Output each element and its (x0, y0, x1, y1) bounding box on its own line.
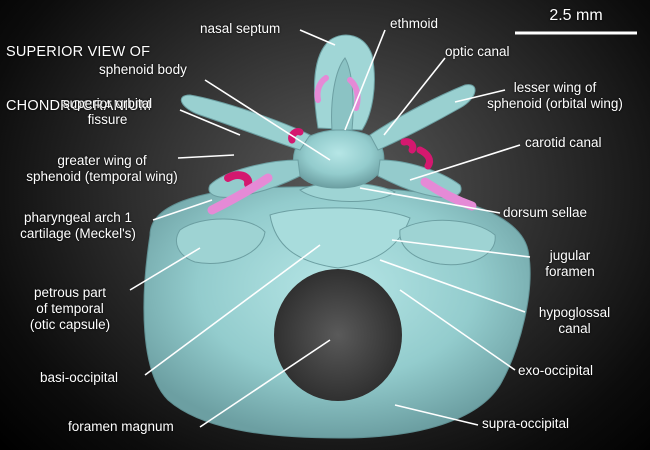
label-basi-occipital: basi-occipital (40, 370, 119, 385)
label-carotid-canal: carotid canal (525, 135, 602, 150)
left-greater-wing-shape (208, 159, 301, 198)
foramen-magnum-hole (274, 269, 402, 401)
label-supra-occipital: supra-occipital (482, 416, 570, 431)
label-nasal-septum: nasal septum (200, 21, 281, 36)
title-line-1: SUPERIOR VIEW OF (6, 44, 151, 60)
label-superior-orbital-fissure: superior orbital fissure (62, 96, 153, 127)
label-sphenoid-body: sphenoid body (99, 62, 187, 77)
label-optic-canal: optic canal (445, 44, 510, 59)
label-jugular-foramen: jugular foramen (545, 248, 595, 279)
magenta-carotid-right (400, 138, 417, 154)
label-ethmoid: ethmoid (390, 16, 439, 31)
label-petrous-part: petrous part of temporal (otic capsule) (29, 285, 111, 332)
label-foramen-magnum: foramen magnum (68, 419, 174, 434)
label-dorsum-sellae: dorsum sellae (503, 205, 588, 220)
label-pharyngeal-arch: pharyngeal arch 1 cartilage (Meckel's) (20, 210, 136, 241)
label-lesser-wing: lesser wing of sphenoid (orbital wing) (487, 80, 623, 111)
figure-title: SUPERIOR VIEW OF CHONDROCRANIUM (6, 7, 151, 151)
scale-bar-label: 2.5 mm (549, 7, 603, 24)
label-greater-wing: greater wing of sphenoid (temporal wing) (26, 153, 178, 184)
magenta-right-lateral (416, 146, 434, 170)
right-lesser-wing-shape (369, 84, 476, 151)
label-exo-occipital: exo-occipital (518, 363, 594, 378)
label-hypoglossal-canal: hypoglossal canal (538, 305, 611, 336)
meckels-cartilage-left (207, 173, 273, 215)
title-line-2: CHONDROCRANIUM (6, 98, 152, 114)
magenta-left-lateral (224, 171, 253, 188)
